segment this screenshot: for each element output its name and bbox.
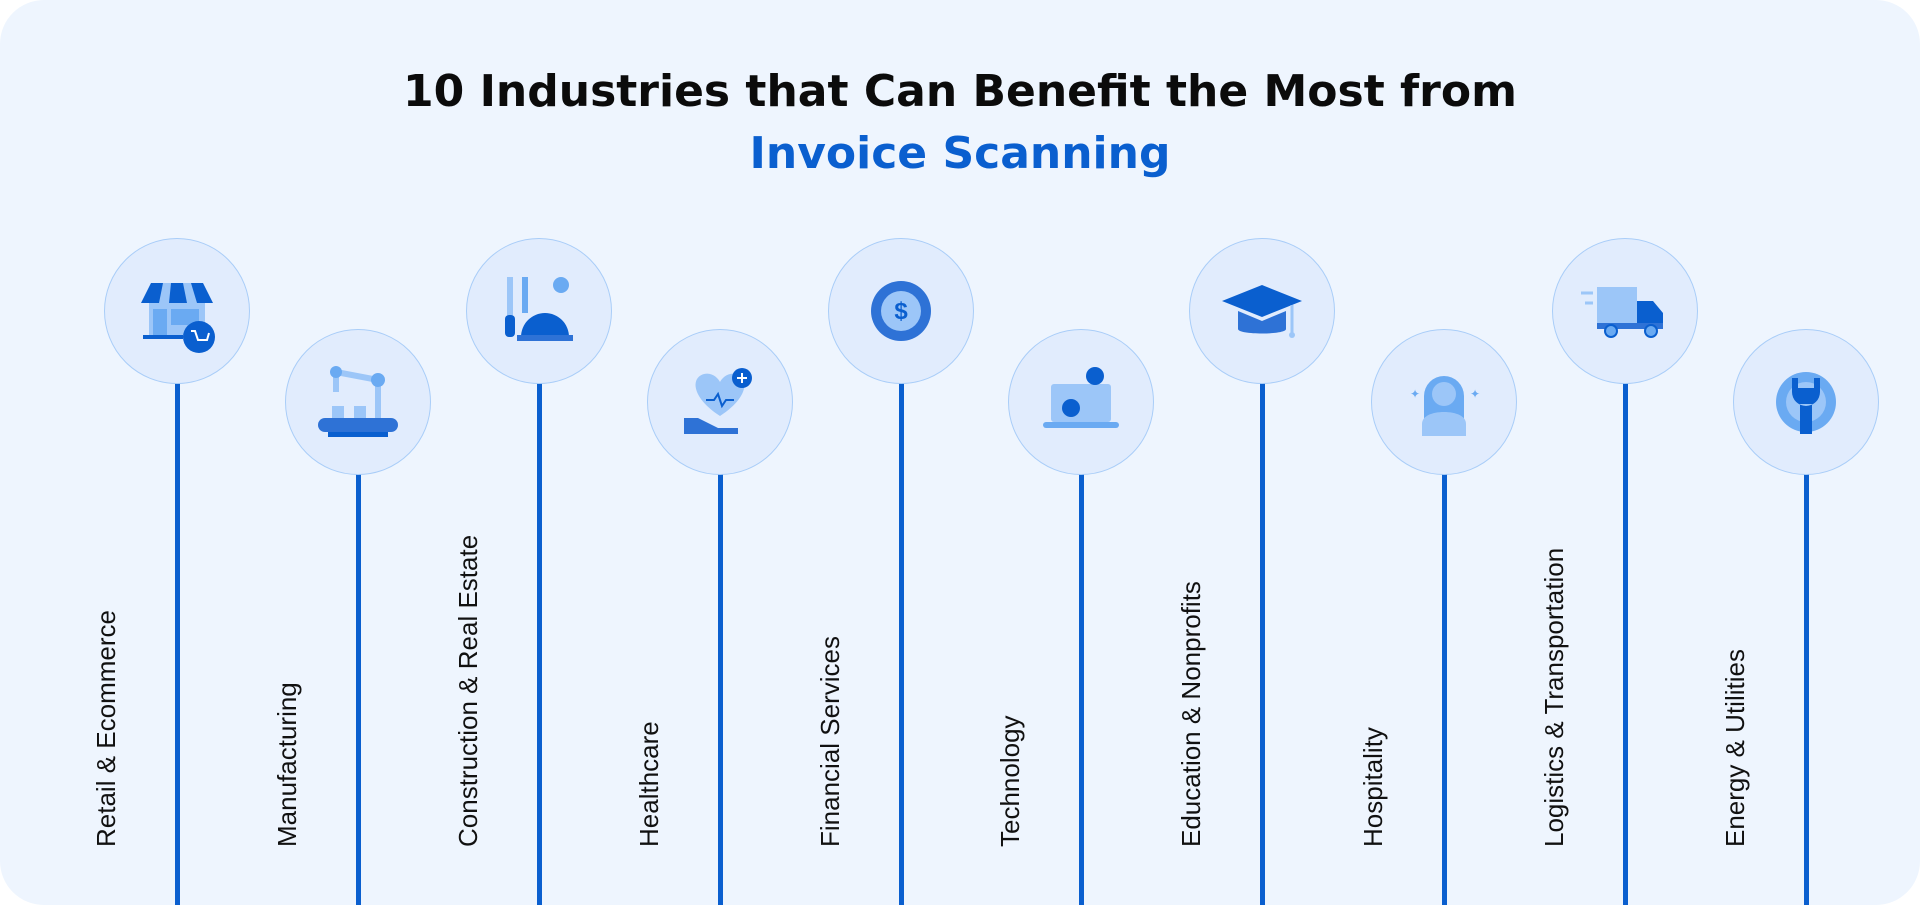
connector-line	[899, 383, 904, 905]
connector-line	[356, 474, 361, 905]
svg-text:$: $	[894, 298, 908, 325]
icon-circle	[1189, 238, 1335, 384]
title-line-1: 10 Industries that Can Benefit the Most …	[403, 66, 1517, 117]
store-cart-icon	[141, 283, 215, 353]
icon-circle	[1008, 329, 1154, 475]
connector-line	[1804, 474, 1809, 905]
icon-circle: ✦✦	[1371, 329, 1517, 475]
connector-line	[718, 474, 723, 905]
icon-circle: $	[828, 238, 974, 384]
icon-circle	[285, 329, 431, 475]
icon-circle	[1733, 329, 1879, 475]
delivery-truck-icon	[1581, 287, 1663, 338]
robot-arm-conveyor-icon	[318, 366, 398, 437]
connector-line	[1079, 474, 1084, 905]
graduation-cap-icon	[1222, 285, 1302, 338]
laptop-gears-icon	[1043, 367, 1119, 428]
tools-helmet-icon	[505, 277, 573, 341]
connector-line	[1623, 383, 1628, 905]
svg-text:✦: ✦	[1410, 387, 1420, 401]
receptionist-icon: ✦✦	[1410, 376, 1480, 436]
connector-line	[1260, 383, 1265, 905]
svg-text:✦: ✦	[1470, 387, 1480, 401]
connector-line	[1442, 474, 1447, 905]
connector-line	[537, 383, 542, 905]
icon-circle	[647, 329, 793, 475]
dollar-gear-icon: $	[871, 281, 931, 341]
icon-circle	[104, 238, 250, 384]
wrench-gear-icon	[1776, 372, 1836, 434]
connector-line	[175, 383, 180, 905]
icon-circle	[1552, 238, 1698, 384]
heart-hand-icon	[684, 368, 752, 434]
title-line-2: Invoice Scanning	[749, 128, 1171, 179]
icon-circle	[466, 238, 612, 384]
